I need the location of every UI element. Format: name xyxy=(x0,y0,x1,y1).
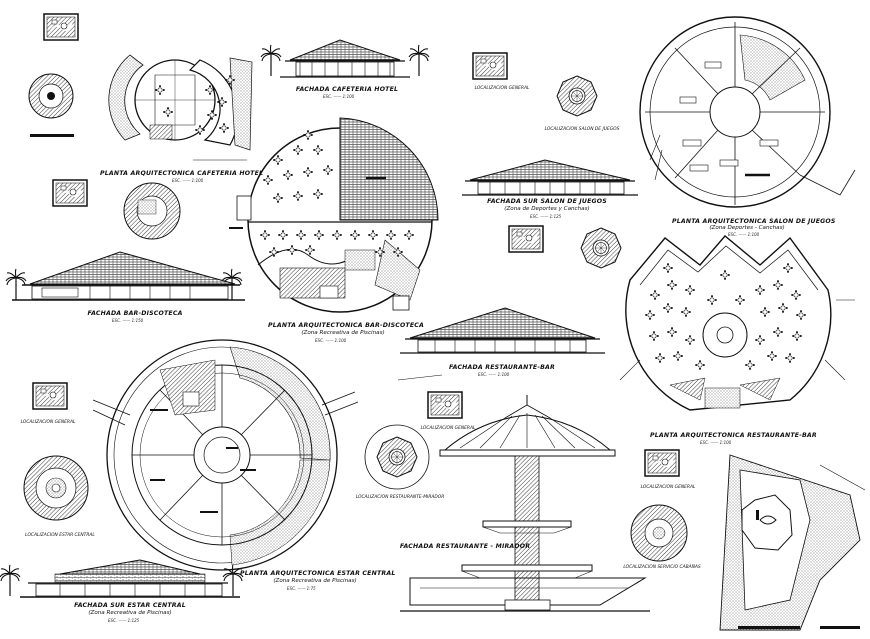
mirador-location-circle xyxy=(364,424,430,490)
cabanas-location-map xyxy=(644,449,680,477)
bar-plan-subtitle: (Zona Recreativa de Piscinas) xyxy=(301,330,385,336)
bar-discoteca-facade xyxy=(5,251,245,301)
restaurante-plan-scale: ESC. —— 1:100 xyxy=(700,440,732,445)
restaurante-plan-title: PLANTA ARQUITECTONICA RESTAURANTE-BAR xyxy=(650,432,817,439)
estar-facade-title: FACHADA SUR ESTAR CENTRAL xyxy=(74,602,186,609)
location-estar-label: LOCALIZACION ESTAR CENTRAL xyxy=(25,533,95,538)
cafeteria-facade xyxy=(260,39,430,78)
bar-plan-title: PLANTA ARQUITECTONICA BAR-DISCOTECA xyxy=(268,322,425,329)
juegos-facade xyxy=(462,159,638,196)
estar-central-facade xyxy=(0,559,244,598)
cafeteria-site-circle xyxy=(28,73,74,137)
estar-plan-scale: ESC. —— 1:75 xyxy=(287,586,316,591)
bar-location-map xyxy=(52,179,88,207)
bar-plan-scale: ESC. —— 1:100 xyxy=(315,338,347,343)
estar-location-map xyxy=(32,382,68,410)
restaurante-location-circle xyxy=(580,227,622,269)
juegos-location-general xyxy=(472,52,508,80)
location-mirador-label: LOCALIZACION RESTAURANTE-MIRADOR xyxy=(355,495,445,500)
juegos-plan-scale: ESC. —— 1:100 xyxy=(728,232,760,237)
cafeteria-location-map xyxy=(43,13,79,41)
restaurante-facade-title: FACHADA RESTAURANTE-BAR xyxy=(449,364,555,371)
juegos-facade-scale: ESC. —— 1:125 xyxy=(530,214,562,219)
bar-discoteca-plan xyxy=(229,117,439,313)
bar-facade-title: FACHADA BAR-DISCOTECA xyxy=(87,310,183,317)
location-general-right-label: LOCALIZACION GENERAL xyxy=(640,485,696,490)
juegos-facade-title: FACHADA SUR SALON DE JUEGOS xyxy=(487,198,607,205)
cafeteria-plan-title: PLANTA ARQUITECTONICA CAFETERIA HOTEL xyxy=(100,170,264,177)
restaurante-location-map xyxy=(508,225,544,253)
juegos-plan-title: PLANTA ARQUITECTONICA SALON DE JUEGOS xyxy=(672,218,836,225)
location-cabanas-label: LOCALIZACION SERVICIO CABAÑAS xyxy=(623,565,701,570)
cabanas-location-circle xyxy=(630,504,688,562)
estar-plan-title: PLANTA ARQUITECTONICA ESTAR CENTRAL xyxy=(240,570,396,577)
restaurante-facade-scale: ESC. —— 1:100 xyxy=(478,372,510,377)
mirador-facade-title: FACHADA RESTAURANTE - MIRADOR xyxy=(399,543,531,550)
restaurante-facade xyxy=(400,307,605,354)
cafeteria-facade-title: FACHADA CAFETERIA HOTEL xyxy=(295,86,399,93)
cabanas-site-plan xyxy=(719,454,866,631)
cafeteria-plan xyxy=(108,54,253,161)
juegos-plan-subtitle: (Zona Deportes - Canchas) xyxy=(709,225,785,231)
juegos-plan xyxy=(639,16,856,208)
estar-site-circle xyxy=(23,455,89,521)
restaurante-plan xyxy=(619,235,855,411)
juegos-location-circle xyxy=(556,75,598,117)
location-general-mid-label: LOCALIZACION GENERAL xyxy=(420,426,476,431)
bar-site-circle xyxy=(123,182,181,240)
cafeteria-plan-scale: ESC. —— 1:100 xyxy=(172,178,204,183)
location-general-left-label: LOCALIZACION GENERAL xyxy=(20,420,76,425)
estar-facade-subtitle: (Zona Recreativa de Piscinas) xyxy=(88,610,172,616)
bar-facade-scale: ESC. —— 1:150 xyxy=(112,318,144,323)
cafeteria-facade-scale: ESC. —— 1:100 xyxy=(323,94,355,99)
mirador-location-map xyxy=(427,391,463,419)
mirador-facade xyxy=(397,374,650,612)
juegos-facade-subtitle: (Zona de Deportes y Canchas) xyxy=(504,206,590,212)
location-general-top-label: LOCALIZACION GENERAL xyxy=(474,86,530,91)
estar-facade-scale: ESC. —— 1:125 xyxy=(108,618,140,623)
estar-plan-subtitle: (Zona Recreativa de Piscinas) xyxy=(273,578,357,584)
location-juegos-label: LOCALIZACION SALON DE JUEGOS xyxy=(544,127,620,132)
estar-central-plan xyxy=(92,339,359,571)
